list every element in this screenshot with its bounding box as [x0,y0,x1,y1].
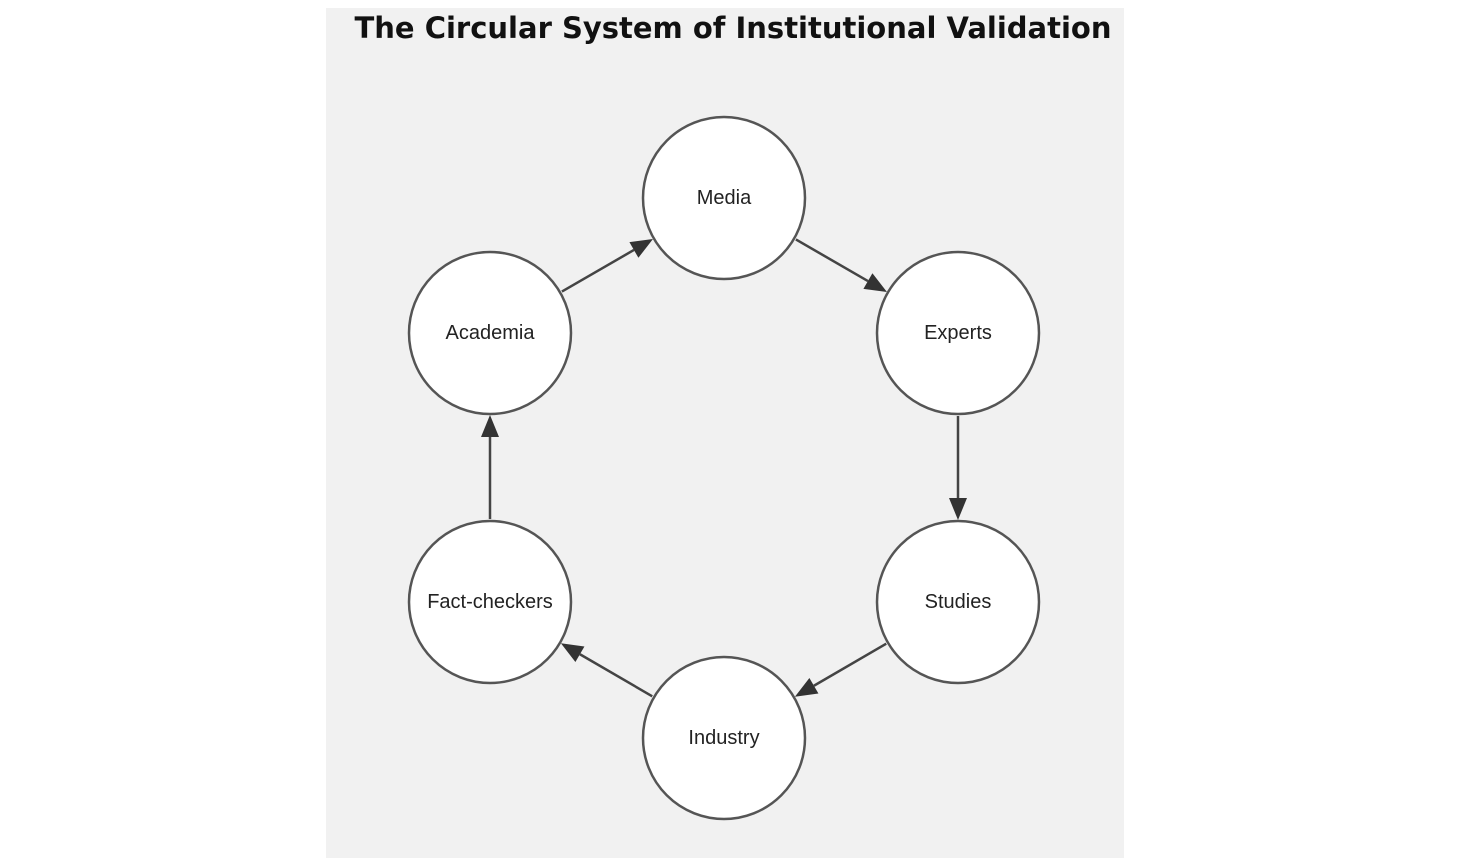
edge-studies-to-industry [794,642,887,697]
edge-line [579,653,653,698]
node-industry-circle [641,655,807,821]
arrowhead-icon [560,643,585,663]
arrowhead-icon [629,238,653,258]
edge-fact-checkers-to-academia [481,415,499,519]
edges-layer [481,238,967,698]
arrowhead-icon [481,415,499,437]
edge-industry-to-fact-checkers [560,643,653,698]
node-industry: Industry [641,655,807,821]
edge-experts-to-studies [949,416,967,520]
edge-media-to-experts [795,238,887,293]
arrowhead-icon [794,677,819,697]
node-media: Media [641,115,807,281]
node-fact-checkers-label: Fact-checkers [427,591,553,613]
node-academia-circle [407,250,573,416]
edge-academia-to-media [561,238,653,293]
node-industry-label: Industry [688,727,759,749]
node-academia: Academia [407,250,573,416]
node-studies-circle [875,519,1041,685]
arrowhead-icon [949,498,967,520]
diagram-title: The Circular System of Institutional Val… [354,11,1112,45]
arrowhead-icon [863,273,887,293]
node-experts-label: Experts [924,322,992,344]
node-fact-checkers-circle [407,519,573,685]
node-fact-checkers: Fact-checkers [407,519,573,685]
node-studies-label: Studies [925,591,992,613]
edge-line [561,248,635,293]
node-academia-label: Academia [446,322,536,344]
node-studies: Studies [875,519,1041,685]
node-experts-circle [875,250,1041,416]
node-media-circle [641,115,807,281]
edge-line [813,642,887,687]
node-experts: Experts [875,250,1041,416]
node-media-label: Media [697,187,752,209]
edge-line [795,238,869,283]
